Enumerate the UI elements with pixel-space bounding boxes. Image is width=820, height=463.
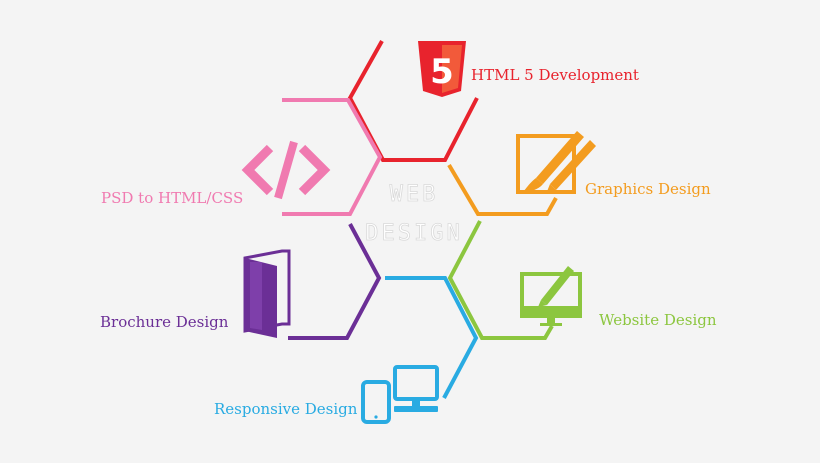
html5-shield-icon: 5 xyxy=(418,41,466,97)
monitor-pen-icon xyxy=(520,266,582,326)
brochure-connector xyxy=(288,223,382,340)
label-website-design: Website Design xyxy=(599,311,717,329)
label-responsive-design: Responsive Design xyxy=(214,400,358,418)
html5-badge-text: 5 xyxy=(430,52,454,92)
brush-pencil-frame-icon xyxy=(516,131,596,194)
code-brackets-icon xyxy=(241,140,331,200)
center-word-web: WEB xyxy=(390,182,439,207)
responsive-connector xyxy=(385,276,479,399)
html5-connector xyxy=(347,40,479,162)
website-connector xyxy=(447,220,554,340)
label-graphics-design: Graphics Design xyxy=(585,180,711,198)
devices-icon xyxy=(361,365,439,424)
label-psd-to-html-css: PSD to HTML/CSS xyxy=(101,189,243,207)
label-html5-development: HTML 5 Development xyxy=(471,66,639,84)
center-word-design: DESIGN xyxy=(365,221,462,246)
trifold-brochure-icon xyxy=(243,249,291,338)
psd-connector xyxy=(282,98,383,216)
label-brochure-design: Brochure Design xyxy=(100,313,229,331)
graphics-connector xyxy=(447,163,558,216)
